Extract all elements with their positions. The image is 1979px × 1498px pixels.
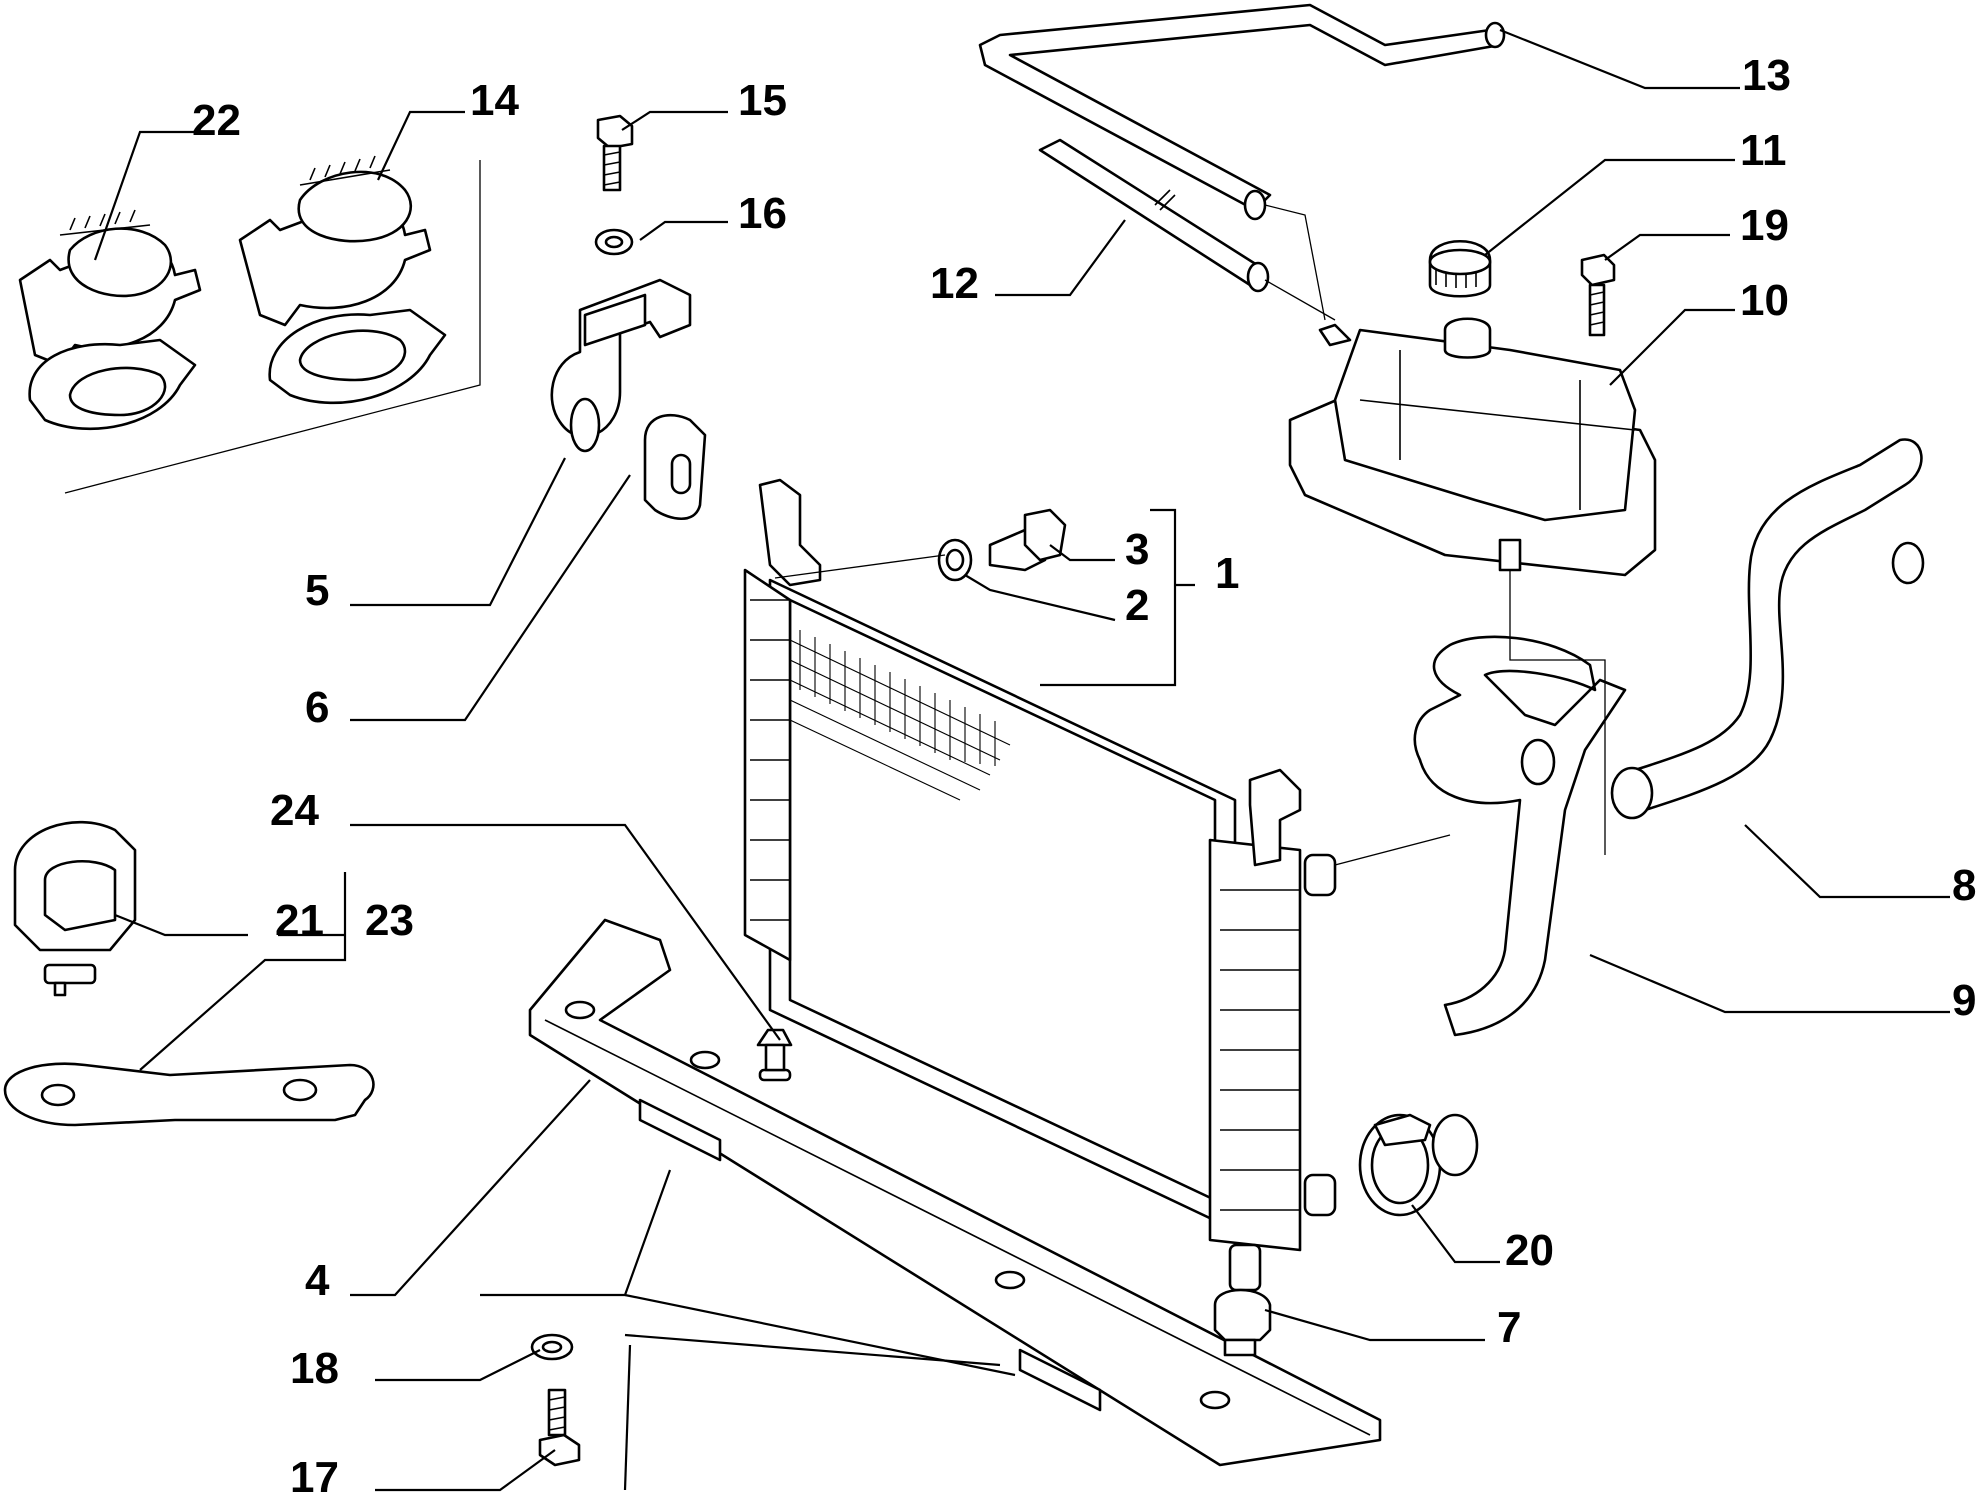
callout-24: 24 — [270, 786, 319, 835]
callout-13: 13 — [1742, 51, 1791, 100]
callout-17: 17 — [290, 1453, 339, 1498]
hose-clip-22 — [18, 209, 202, 431]
callout-5: 5 — [305, 566, 329, 615]
clamp-21 — [13, 820, 137, 997]
callout-18: 18 — [290, 1344, 339, 1393]
callout-21: 21 — [275, 896, 324, 945]
washer-16 — [594, 228, 634, 256]
radiator-bracket-5 — [550, 278, 692, 453]
overflow-hose-13 — [978, 3, 1506, 221]
expansion-tank-10 — [1288, 317, 1657, 577]
callout-14: 14 — [470, 76, 519, 125]
callout-3: 3 — [1125, 525, 1149, 574]
lower-radiator-hose-9 — [1413, 635, 1627, 1177]
rubber-mount-6 — [643, 413, 707, 520]
hose-clip-14 — [238, 155, 447, 405]
callout-7: 7 — [1497, 1303, 1521, 1352]
mounting-plate-23 — [3, 1062, 375, 1127]
callout-20: 20 — [1505, 1226, 1554, 1275]
callout-19: 19 — [1740, 201, 1789, 250]
filler-cap-11 — [1428, 240, 1492, 298]
upper-radiator-hose-8 — [1610, 438, 1925, 820]
callout-22: 22 — [192, 96, 241, 145]
callout-6: 6 — [305, 683, 329, 732]
callout-15: 15 — [738, 76, 787, 125]
bolt-19 — [1580, 253, 1616, 337]
callout-12: 12 — [930, 259, 979, 308]
callout-1: 1 — [1215, 549, 1239, 598]
hose-clamp-20 — [1358, 1113, 1442, 1217]
group-bracket-line — [64, 160, 481, 494]
callout-9: 9 — [1952, 976, 1976, 1025]
bolt-17 — [538, 1388, 581, 1467]
callout-10: 10 — [1740, 276, 1789, 325]
washer-2 — [937, 538, 973, 582]
callout-16: 16 — [738, 189, 787, 238]
callout-2: 2 — [1125, 581, 1149, 630]
pin-24 — [756, 1028, 793, 1082]
drain-plug-7 — [1213, 1288, 1272, 1357]
sensor-3 — [988, 508, 1067, 572]
callout-4: 4 — [305, 1256, 330, 1305]
callout-23: 23 — [365, 896, 414, 945]
radiator-1 — [743, 478, 1337, 1292]
bolt-15 — [596, 114, 634, 192]
vent-hose-12 — [1038, 138, 1270, 293]
callout-8: 8 — [1952, 861, 1976, 910]
washer-18 — [530, 1333, 574, 1361]
callout-11: 11 — [1740, 126, 1787, 175]
lower-support-beam-4 — [528, 918, 1382, 1467]
